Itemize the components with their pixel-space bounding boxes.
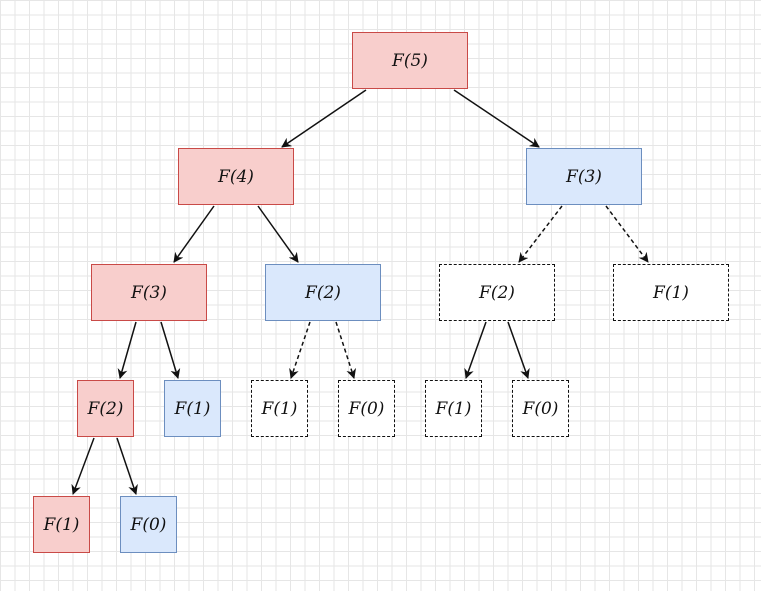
node-label: F(2) (87, 398, 124, 419)
node-f5[interactable]: F(5) (352, 32, 468, 89)
node-label: F(2) (479, 282, 515, 303)
edge-f2a-to-f1c (289, 321, 311, 379)
node-f1-e[interactable]: F(1) (33, 496, 90, 553)
edge-f5-to-f3r (453, 89, 540, 148)
node-f3-left[interactable]: F(3) (91, 264, 207, 321)
edge-f3l-to-f1b (160, 321, 181, 379)
node-label: F(1) (174, 398, 211, 419)
node-f2-b[interactable]: F(2) (439, 264, 555, 321)
edge-f2b-to-f1d (464, 321, 487, 379)
edge-f3r-to-f2b (518, 205, 563, 263)
edge-f2c-to-f0c (116, 437, 138, 495)
node-f1-d[interactable]: F(1) (425, 380, 482, 437)
node-f2-a[interactable]: F(2) (265, 264, 381, 321)
node-label: F(2) (305, 282, 341, 303)
node-f0-a[interactable]: F(0) (338, 380, 395, 437)
edges-group (71, 89, 649, 495)
node-f1-b[interactable]: F(1) (164, 380, 221, 437)
edge-f2a-to-f0a (335, 321, 357, 379)
edge-f2b-to-f0b (507, 321, 530, 379)
node-label: F(4) (218, 166, 254, 187)
node-f2-c[interactable]: F(2) (77, 380, 134, 437)
node-f0-c[interactable]: F(0) (120, 496, 177, 553)
node-label: F(1) (435, 398, 472, 419)
node-f1-c[interactable]: F(1) (251, 380, 308, 437)
edge-f2c-to-f1e (71, 437, 95, 495)
node-label: F(3) (566, 166, 602, 187)
node-label: F(0) (522, 398, 559, 419)
edge-f4-to-f3l (173, 205, 215, 263)
node-label: F(5) (392, 50, 428, 71)
node-f1-a[interactable]: F(1) (613, 264, 729, 321)
edge-f3l-to-f2c (117, 321, 137, 379)
node-label: F(0) (130, 514, 167, 535)
node-label: F(1) (261, 398, 298, 419)
node-label: F(0) (348, 398, 385, 419)
node-label: F(1) (43, 514, 80, 535)
edge-f5-to-f4 (281, 89, 367, 148)
edge-f3r-to-f1a (605, 205, 649, 263)
node-label: F(1) (653, 282, 689, 303)
node-f0-b[interactable]: F(0) (512, 380, 569, 437)
node-f4[interactable]: F(4) (178, 148, 294, 205)
edge-f4-to-f2a (257, 205, 299, 263)
node-f3-right[interactable]: F(3) (526, 148, 642, 205)
node-label: F(3) (131, 282, 167, 303)
